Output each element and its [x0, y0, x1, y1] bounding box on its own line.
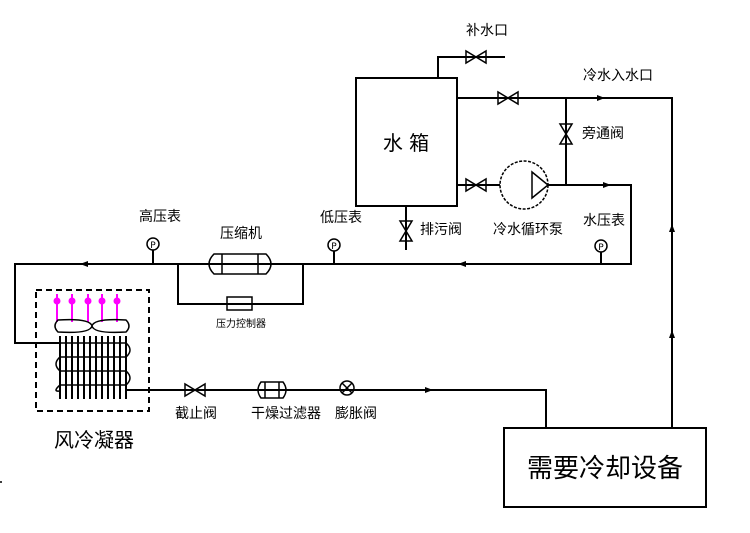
compressor-label: 压缩机	[220, 226, 262, 242]
equipment-to-cool	[503, 427, 707, 508]
flow-direction-arrow-icon	[669, 224, 675, 232]
centrifugal-pump-icon	[499, 160, 549, 210]
makeup-water-pipe	[437, 56, 505, 78]
chilled-water-pump-label: 冷水循环泵	[493, 222, 563, 238]
flow-direction-arrow-icon	[669, 330, 675, 338]
pressure-controller-label: 压力控制器	[216, 317, 266, 330]
pump-inlet-valve[interactable]	[465, 177, 487, 193]
flow-direction-arrow-icon	[458, 261, 466, 267]
low-pressure-gauge-label: 低压表	[320, 210, 362, 226]
pressure-controller-pipe	[177, 264, 304, 305]
condenser-coil	[59, 336, 127, 399]
filter-drier[interactable]	[257, 381, 287, 399]
svg-text:P: P	[331, 242, 337, 252]
pressure-controller[interactable]	[226, 296, 253, 311]
liquid-line-pipe	[126, 389, 547, 428]
water-pressure-gauge: P	[594, 239, 608, 253]
bypass-valve-label: 旁通阀	[582, 125, 624, 142]
high-pressure-gauge: P	[146, 237, 160, 251]
tank-outlet-valve[interactable]	[497, 90, 519, 106]
makeup-water-valve[interactable]	[465, 49, 487, 65]
pressure-gauge-icon	[594, 239, 608, 253]
flow-direction-arrow-icon	[597, 95, 605, 101]
chilled-water-supply-pipe	[155, 184, 632, 265]
pressure-gauge-icon	[327, 238, 341, 252]
fan-icon	[54, 318, 130, 334]
chilled-water-return-pipe	[457, 97, 673, 428]
makeup-water-inlet-label: 补水口	[466, 23, 508, 39]
expansion-valve-label: 膨胀阀	[335, 405, 377, 422]
low-pressure-gauge: P	[327, 238, 341, 252]
high-pressure-gauge-label: 高压表	[139, 208, 181, 225]
bypass-valve[interactable]	[558, 123, 574, 145]
pressure-gauge-icon	[146, 237, 160, 251]
equipment-to-cool-label: 需要冷却设备	[527, 454, 683, 484]
chilled-water-inlet-label: 冷水入水口	[583, 68, 653, 84]
compressor[interactable]	[208, 253, 272, 275]
shutoff-valve[interactable]	[184, 382, 206, 398]
air-cooled-condenser-label: 风冷凝器	[54, 428, 134, 452]
drain-valve-label: 排污阀	[420, 222, 462, 238]
filter-drier-label: 干燥过滤器	[251, 406, 321, 422]
drain-valve[interactable]	[398, 220, 414, 242]
shutoff-valve-label: 截止阀	[175, 406, 217, 422]
svg-text:P: P	[150, 241, 156, 251]
airflow-arrows	[53, 294, 121, 322]
water-tank-label: 水 箱	[383, 131, 429, 155]
water-pressure-gauge-label: 水压表	[583, 213, 625, 229]
chilled-water-pump[interactable]	[499, 160, 550, 210]
air-cooled-condenser	[35, 289, 150, 412]
flow-direction-arrow-icon	[80, 261, 88, 267]
flow-direction-arrow-icon	[425, 387, 433, 393]
flow-direction-arrow-icon	[603, 182, 611, 188]
svg-text:P: P	[598, 243, 604, 253]
expansion-valve[interactable]	[339, 380, 355, 396]
